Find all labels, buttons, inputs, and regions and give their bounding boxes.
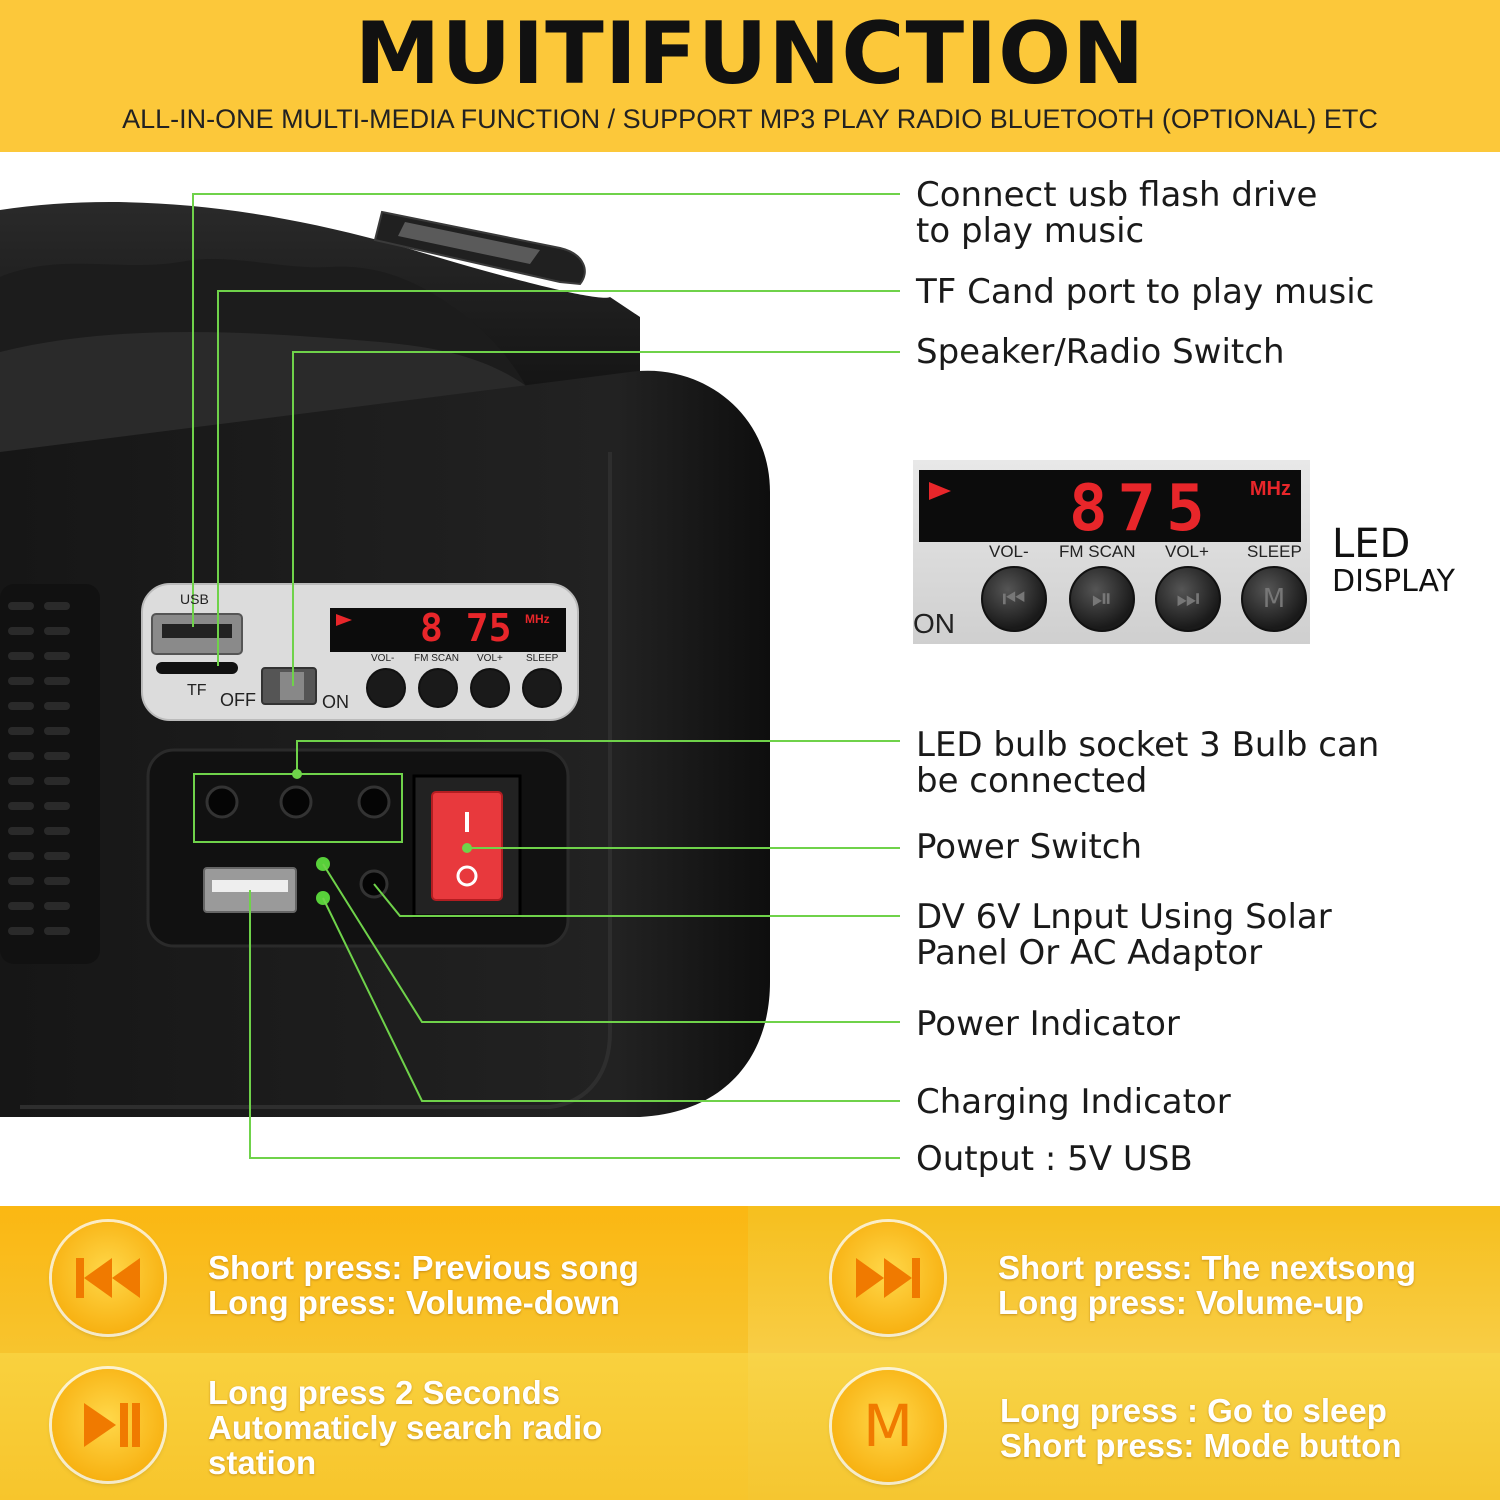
label-vol-up: VOL+ (1165, 542, 1209, 561)
prev-line1: Short press: Previous song (208, 1249, 639, 1286)
callout-bulb: LED bulb socket 3 Bulb can be connected (916, 727, 1379, 799)
next-icon (832, 1222, 944, 1334)
device-btn-label-1: VOL- (371, 653, 395, 664)
mode-letter: M (862, 1392, 914, 1460)
device-on-label: ON (322, 692, 349, 712)
mini-btn-mode[interactable] (522, 668, 562, 708)
callout-usb-line1: Connect usb flash drive (916, 175, 1318, 215)
next-icon: ⏭ (1176, 584, 1200, 614)
bulb-socket-1[interactable] (205, 785, 239, 819)
callout-power-indicator: Power Indicator (916, 1004, 1180, 1044)
led-unit: MHz (1249, 478, 1291, 500)
vol-down-button[interactable]: ⏮ (981, 566, 1047, 632)
mode-line2: Short press: Mode button (1000, 1427, 1402, 1464)
callout-bulb-line2: be connected (916, 761, 1148, 801)
mode-icon: M (1262, 584, 1286, 614)
panel-scan: Long press 2 Seconds Automaticly search … (0, 1353, 748, 1500)
led-display-caption: LED DISPLAY (1332, 522, 1455, 598)
callout-power-switch: Power Switch (916, 827, 1143, 867)
next-line1: Short press: The nextsong (998, 1249, 1417, 1286)
label-sleep: SLEEP (1247, 542, 1302, 561)
panel-previous: Short press: Previous song Long press: V… (0, 1206, 748, 1353)
callout-dv-line2: Panel Or AC Adaptor (916, 933, 1263, 973)
scan-line3: station (208, 1444, 317, 1481)
play-pause-icon: ⏯ (1091, 584, 1113, 614)
callout-usb: Connect usb flash drive to play music (916, 177, 1317, 249)
next-line2: Long press: Volume-up (998, 1284, 1365, 1321)
panel-scan-text: Long press 2 Seconds Automaticly search … (208, 1375, 602, 1480)
led-on-text: ON (913, 608, 955, 639)
play-pause-icon (52, 1369, 164, 1481)
device-led-unit: MHz (525, 612, 550, 626)
callout-dv-input: DV 6V Lnput Using Solar Panel Or AC Adap… (916, 899, 1332, 971)
led-display-closeup: 875 MHz VOL- FM SCAN VOL+ SLEEP ⏮ ⏯ ⏭ M … (913, 460, 1310, 644)
callout-tf: TF Cand port to play music (916, 272, 1375, 312)
led-screen: 875 MHz (919, 470, 1301, 546)
led-caption-line1: LED (1332, 521, 1411, 567)
device-led-digits: 8 75 (420, 606, 512, 650)
callout-usb-line2: to play music (916, 211, 1145, 251)
page-subtitle: ALL-IN-ONE MULTI-MEDIA FUNCTION / SUPPOR… (122, 104, 1378, 134)
callout-dv-line1: DV 6V Lnput Using Solar (916, 897, 1332, 937)
callout-switch: Speaker/Radio Switch (916, 332, 1285, 372)
callout-bulb-line1: LED bulb socket 3 Bulb can (916, 725, 1380, 765)
mini-btn-next[interactable] (470, 668, 510, 708)
callout-lines (192, 193, 900, 1159)
panel-mode: M Long press : Go to sleep Short press: … (748, 1353, 1500, 1500)
device-btn-label-3: VOL+ (477, 653, 503, 664)
bulb-socket-3[interactable] (357, 785, 391, 819)
device-usb-label: USB (180, 591, 209, 607)
bulb-socket-2[interactable] (279, 785, 313, 819)
play-indicator-icon (929, 482, 951, 500)
previous-icon (52, 1222, 164, 1334)
mini-btn-scan[interactable] (418, 668, 458, 708)
sleep-button[interactable]: M (1241, 566, 1307, 632)
panel-next-text: Short press: The nextsong Long press: Vo… (998, 1250, 1416, 1320)
device-btn-label-4: SLEEP (526, 653, 559, 664)
device-drawing (0, 193, 900, 1159)
panel-next: Short press: The nextsong Long press: Vo… (748, 1206, 1500, 1353)
scan-line2: Automaticly search radio (208, 1409, 603, 1446)
mode-m-icon: M (832, 1370, 944, 1482)
mini-btn-prev[interactable] (366, 668, 406, 708)
device-off-label: OFF (220, 690, 256, 710)
scan-line1: Long press 2 Seconds (208, 1374, 561, 1411)
callout-charging-indicator: Charging Indicator (916, 1082, 1231, 1122)
led-caption-line2: DISPLAY (1332, 564, 1456, 599)
label-fm-scan: FM SCAN (1059, 542, 1136, 561)
header-banner: MUITIFUNCTION ALL-IN-ONE MULTI-MEDIA FUN… (0, 0, 1500, 152)
label-vol-down: VOL- (989, 542, 1029, 561)
callout-output: Output : 5V USB (916, 1139, 1193, 1179)
device-tf-label: TF (187, 682, 207, 699)
fm-scan-button[interactable]: ⏯ (1069, 566, 1135, 632)
device-illustration: USB TF OFF ON 8 75 MHz VOL- FM SCAN VOL+… (0, 152, 900, 1207)
mini-led-screen (330, 608, 566, 652)
mode-line1: Long press : Go to sleep (1000, 1392, 1387, 1429)
panel-previous-text: Short press: Previous song Long press: V… (208, 1250, 639, 1320)
page-title: MUITIFUNCTION (354, 4, 1146, 104)
led-frequency: 875 (1069, 472, 1215, 546)
panel-mode-text: Long press : Go to sleep Short press: Mo… (1000, 1393, 1401, 1463)
body (0, 370, 770, 1117)
prev-icon: ⏮ (1002, 584, 1026, 614)
tf-slot[interactable] (156, 662, 238, 674)
vol-up-button[interactable]: ⏭ (1155, 566, 1221, 632)
prev-line2: Long press: Volume-down (208, 1284, 620, 1321)
device-btn-label-2: FM SCAN (414, 653, 459, 664)
